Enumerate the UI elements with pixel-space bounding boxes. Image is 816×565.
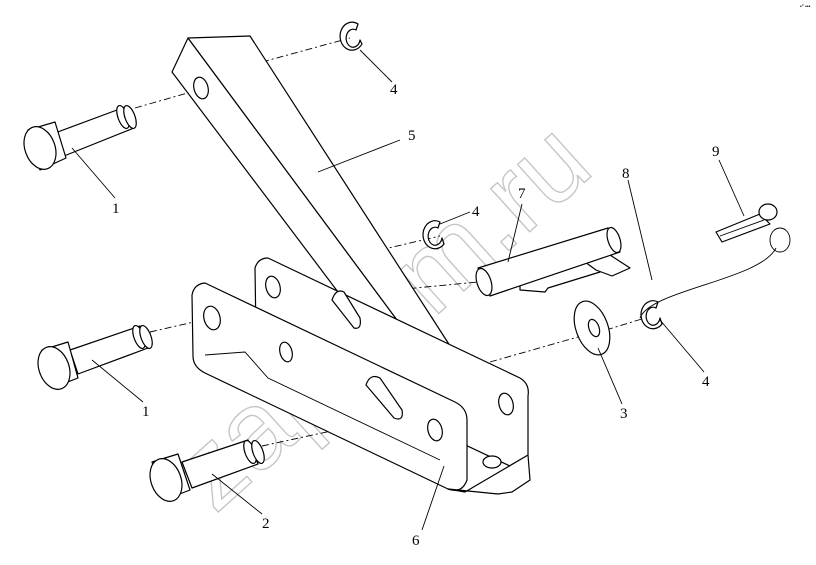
- washer-hole: [587, 318, 601, 338]
- pin-middle: [37, 324, 153, 390]
- bracket-front-hole-right: [427, 418, 443, 442]
- callout-4-right: 4: [702, 374, 710, 390]
- callout-4-top: 4: [390, 82, 398, 98]
- callout-8: 8: [622, 166, 630, 182]
- arm-top-hole: [193, 76, 209, 100]
- callout-4-middle: 4: [472, 204, 480, 220]
- leader-4b: [439, 211, 471, 225]
- bracket-back-hole-left: [265, 275, 281, 299]
- pin-lower-shaft: [181, 439, 259, 489]
- callout-1-upper: 1: [112, 201, 120, 217]
- pin-upper: [23, 104, 137, 171]
- ring-top: [339, 21, 363, 51]
- callout-labels: 1 1 2 3 4 4 4 5 6 7 8 9: [112, 82, 720, 549]
- sleeve-end-far: [606, 226, 622, 254]
- pin-lower: [149, 439, 265, 502]
- leader-5: [317, 139, 401, 173]
- bracket: [191, 257, 531, 495]
- bracket-front-hole-left: [203, 305, 221, 331]
- callout-5: 5: [408, 128, 416, 144]
- wire-cord: [639, 247, 777, 319]
- callout-2: 2: [262, 516, 270, 532]
- cotter-pin-eye: [758, 203, 778, 221]
- leader-4a: [359, 49, 393, 83]
- retaining-rings: [339, 21, 663, 330]
- bracket-slot-top: [331, 290, 361, 329]
- callout-9: 9: [712, 144, 720, 160]
- pin-middle-head: [37, 346, 71, 390]
- leader-3: [597, 347, 623, 405]
- axis-arm-top: [261, 37, 351, 63]
- callout-7: 7: [518, 186, 526, 202]
- axis-ring-right: [605, 317, 646, 331]
- leader-7: [507, 203, 523, 263]
- cotter-pin: [715, 203, 791, 253]
- pin-lower-end: [251, 439, 265, 465]
- flat-washer: [573, 300, 611, 356]
- pin-middle-end: [139, 324, 153, 350]
- leader-1a: [71, 147, 116, 199]
- corner-mark: •° •••: [800, 4, 811, 10]
- leader-1b: [91, 359, 144, 403]
- bracket-front-plate: [191, 282, 468, 491]
- callout-6: 6: [412, 533, 420, 549]
- bracket-back-hole-right: [498, 392, 514, 416]
- leader-lines: [71, 49, 745, 531]
- pin-upper-head: [23, 126, 57, 170]
- cotter-pin-ring: [769, 227, 791, 253]
- callout-1-middle: 1: [142, 404, 150, 420]
- leader-9: [718, 159, 745, 217]
- ring-middle: [422, 220, 445, 250]
- bracket-front-hole-mid: [279, 341, 293, 363]
- axis-arm-mid: [379, 235, 441, 251]
- callout-3: 3: [620, 406, 628, 422]
- sleeve-end-near: [475, 267, 493, 297]
- leader-2: [211, 473, 263, 515]
- bracket-slot-bottom: [365, 375, 403, 420]
- sleeve-tube: [475, 226, 631, 297]
- bracket-base-boss: [482, 455, 502, 469]
- bracket-lower-flange: [204, 351, 441, 461]
- pin-lower-head: [149, 458, 183, 502]
- bracket-base: [447, 454, 531, 495]
- cotter-pin-split: [719, 219, 765, 237]
- ring-right: [640, 300, 663, 330]
- axis-washer: [489, 334, 586, 363]
- pin-upper-end: [123, 104, 137, 130]
- leader-6: [421, 465, 445, 531]
- leader-8: [627, 179, 653, 281]
- leader-4c: [659, 319, 705, 373]
